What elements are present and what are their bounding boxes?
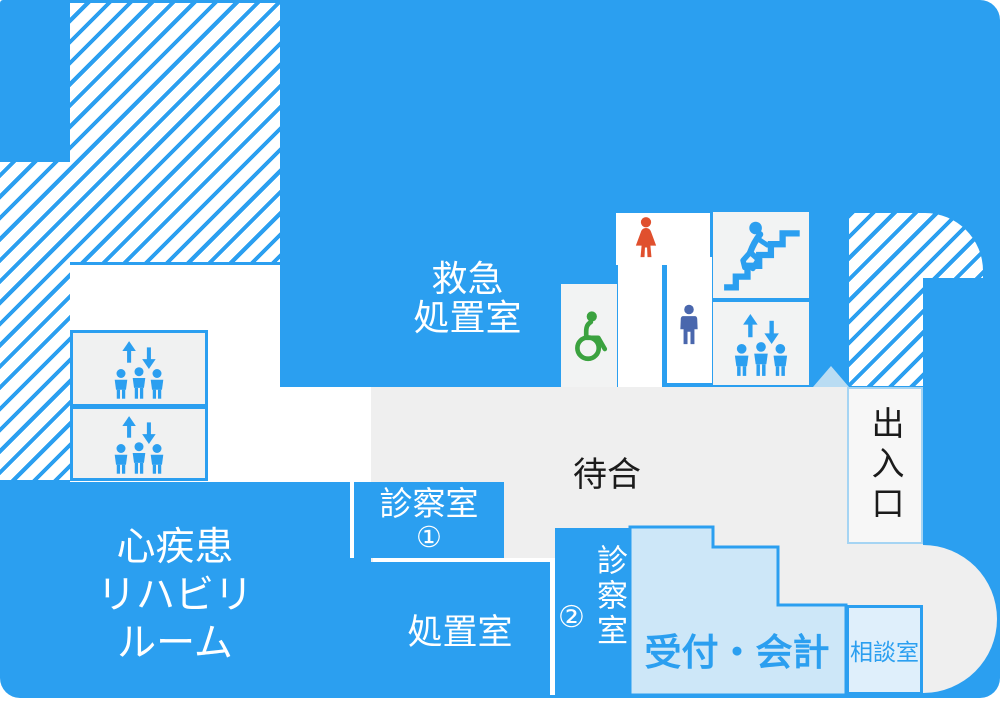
elevator-icon bbox=[734, 313, 788, 376]
exam1-label: 診察室 bbox=[379, 485, 479, 522]
accessible-room bbox=[561, 284, 617, 387]
woman-icon bbox=[635, 217, 657, 258]
hatch-line-patch bbox=[70, 262, 280, 265]
wall-gap-line bbox=[373, 558, 550, 562]
emergency-room-label: 救急 処置室 bbox=[395, 259, 540, 337]
room-consult: 相談室 bbox=[846, 605, 923, 695]
wheelchair-icon bbox=[575, 310, 608, 361]
exam2-label: 診察室 bbox=[592, 544, 627, 649]
room-reception bbox=[628, 525, 848, 697]
hatch-notch-patch bbox=[0, 3, 70, 162]
corridor-column bbox=[618, 265, 662, 387]
elevator-icon bbox=[114, 340, 164, 399]
exam1-number: ① bbox=[416, 522, 442, 554]
consult-label: 相談室 bbox=[850, 639, 919, 665]
man-icon bbox=[680, 304, 698, 345]
emergency-label-line2: 処置室 bbox=[413, 297, 522, 338]
womens-room bbox=[616, 213, 710, 265]
room-exam1: 診察室 ① bbox=[354, 482, 504, 558]
elevator-box-1 bbox=[70, 330, 208, 407]
hatch-tr-patch bbox=[923, 278, 983, 386]
stairs-box bbox=[713, 212, 809, 298]
room-exam2: ② 診察室 bbox=[555, 528, 630, 695]
entrance-label: 出入口 bbox=[867, 405, 904, 526]
wall-gap-line bbox=[550, 558, 555, 695]
room-treatment: 処置室 bbox=[300, 562, 550, 695]
elevator-box-2 bbox=[70, 406, 208, 481]
reception-shape bbox=[628, 525, 848, 697]
wall-gap-line bbox=[350, 482, 354, 558]
hatch-area-top-right bbox=[849, 213, 983, 386]
rehab-label-line3: ルーム bbox=[117, 622, 233, 665]
entrance-marker-triangle bbox=[813, 366, 849, 387]
elevator-box-3 bbox=[713, 302, 809, 385]
rehab-label-line2: リハビリ bbox=[96, 574, 253, 617]
rehab-room-label: 心疾患 リハビリ ルーム bbox=[75, 524, 275, 668]
waiting-label: 待合 bbox=[573, 456, 641, 494]
emergency-label-line1: 救急 bbox=[431, 258, 504, 299]
emergency-room-floor-extension bbox=[280, 387, 371, 482]
room-entrance: 出入口 bbox=[847, 387, 923, 544]
elevator-icon bbox=[114, 415, 164, 474]
reception-label: 受付・会計 bbox=[644, 632, 830, 673]
exam2-number: ② bbox=[558, 601, 585, 634]
rehab-label-line1: 心疾患 bbox=[116, 526, 234, 569]
stairs-icon bbox=[724, 221, 800, 291]
mens-room bbox=[667, 257, 712, 383]
treatment-label: 処置室 bbox=[407, 613, 513, 652]
